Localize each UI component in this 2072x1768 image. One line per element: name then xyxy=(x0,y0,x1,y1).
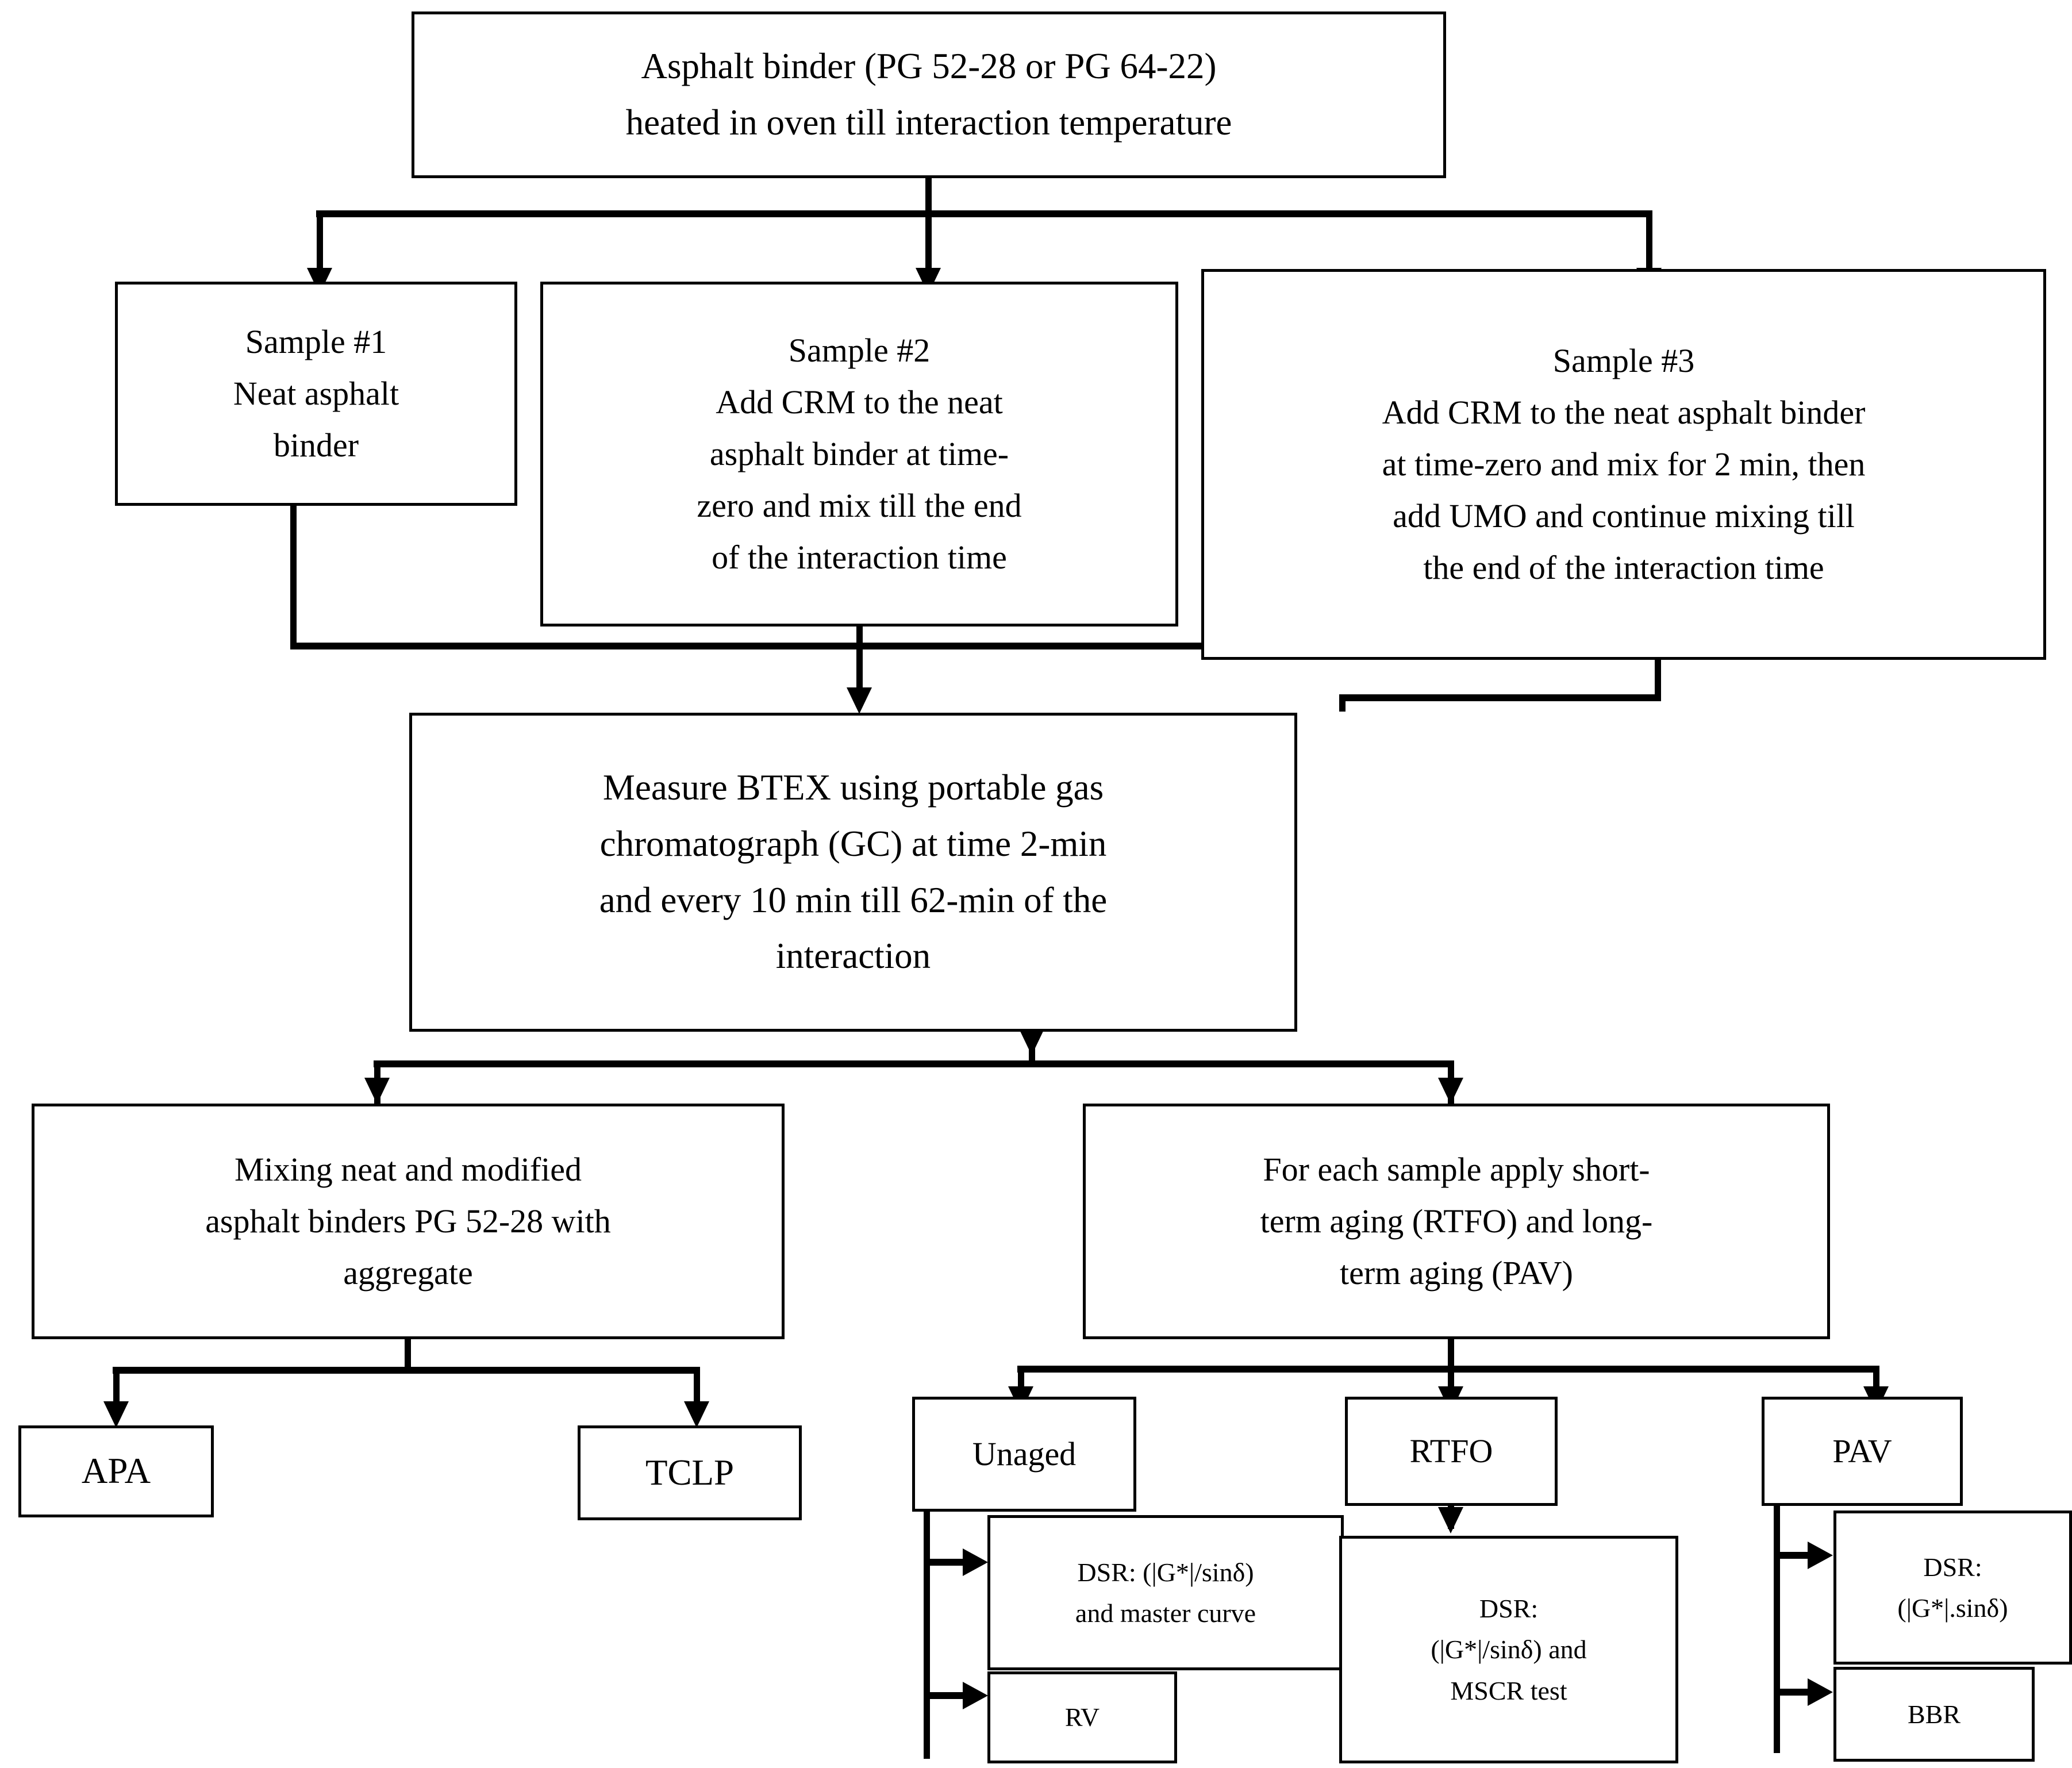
node-sample-2-label: Sample #2 Add CRM to the neat asphalt bi… xyxy=(697,332,1022,576)
node-dsr-rtfo: DSR: (|G*|/sinδ) and MSCR test xyxy=(1339,1536,1678,1763)
node-rv-label: RV xyxy=(1064,1702,1100,1732)
connector-to-tclp xyxy=(694,1367,700,1419)
connector-sample3-down xyxy=(1655,660,1661,701)
node-dsr-rtfo-label: DSR: (|G*|/sinδ) and MSCR test xyxy=(1431,1594,1587,1705)
connector-pav-stem xyxy=(1774,1506,1780,1753)
arrow-to-aging-icon xyxy=(1438,1078,1463,1104)
connector-unaged-to-dsr xyxy=(924,1559,970,1566)
node-apa-label: APA xyxy=(81,1451,151,1492)
node-dsr-unaged: DSR: (|G*|/sinδ) and master curve xyxy=(987,1515,1344,1670)
node-sample-1-label: Sample #1 Neat asphalt binder xyxy=(233,323,399,464)
node-sample-2: Sample #2 Add CRM to the neat asphalt bi… xyxy=(540,282,1178,627)
connector-btex-split-bar xyxy=(374,1060,1454,1067)
node-sample-1: Sample #1 Neat asphalt binder xyxy=(115,282,517,506)
node-apa: APA xyxy=(18,1425,214,1517)
node-sample-3: Sample #3 Add CRM to the neat asphalt bi… xyxy=(1201,269,2046,660)
connector-to-apa xyxy=(113,1367,120,1419)
node-measure-btex-label: Measure BTEX using portable gas chromato… xyxy=(599,767,1108,977)
node-rv: RV xyxy=(987,1671,1177,1763)
node-mixing-aggregate-label: Mixing neat and modified asphalt binders… xyxy=(205,1151,611,1292)
node-pav: PAV xyxy=(1762,1397,1963,1506)
arrow-to-mixing-icon xyxy=(364,1078,390,1104)
connector-unaged-stem xyxy=(924,1512,930,1759)
connector-unaged-to-rv xyxy=(924,1692,970,1699)
arrow-to-btex-icon xyxy=(847,687,872,714)
arrow-to-tclp-icon xyxy=(684,1401,709,1428)
connector-pav-to-dsr xyxy=(1774,1552,1814,1559)
node-dsr-pav: DSR: (|G*|.sinδ) xyxy=(1833,1511,2072,1665)
connector-to-sample1 xyxy=(317,210,323,274)
arrow-pav-to-dsr-icon xyxy=(1808,1542,1833,1569)
connector-mixing-down xyxy=(405,1339,411,1371)
connector-binder-down xyxy=(925,178,932,215)
connector-to-unaged xyxy=(1018,1366,1024,1405)
node-sample-3-label: Sample #3 Add CRM to the neat asphalt bi… xyxy=(1382,342,1866,586)
node-bbr-label: BBR xyxy=(1907,1699,1961,1729)
node-unaged-label: Unaged xyxy=(972,1435,1077,1473)
node-dsr-pav-label: DSR: (|G*|.sinδ) xyxy=(1897,1552,2008,1623)
connector-sample-split-bar xyxy=(316,210,1652,217)
node-unaged: Unaged xyxy=(912,1397,1136,1512)
node-aging-label: For each sample apply short- term aging … xyxy=(1260,1151,1653,1292)
node-tclp: TCLP xyxy=(578,1425,802,1520)
node-tclp-label: TCLP xyxy=(645,1452,735,1493)
connector-merge-to-btex xyxy=(856,643,863,698)
connector-to-sample3 xyxy=(1646,210,1652,274)
node-bbr: BBR xyxy=(1833,1667,2035,1762)
connector-sample3-step xyxy=(1339,694,1661,701)
node-rtfo: RTFO xyxy=(1345,1397,1558,1506)
arrow-pav-to-bbr-icon xyxy=(1808,1678,1833,1706)
node-asphalt-binder-label: Asphalt binder (PG 52-28 or PG 64-22) he… xyxy=(625,46,1232,143)
connector-btex-merge-bar xyxy=(290,643,1346,649)
arrow-to-apa-icon xyxy=(103,1401,129,1428)
node-pav-label: PAV xyxy=(1832,1432,1892,1470)
node-asphalt-binder: Asphalt binder (PG 52-28 or PG 64-22) he… xyxy=(412,11,1446,178)
arrow-unaged-to-dsr-icon xyxy=(963,1548,988,1576)
connector-aging-down xyxy=(1448,1339,1454,1370)
connector-apa-tclp-bar xyxy=(113,1367,700,1374)
connector-sample3-step-down xyxy=(1339,694,1346,712)
connector-sample1-down xyxy=(290,506,297,649)
node-measure-btex: Measure BTEX using portable gas chromato… xyxy=(409,713,1297,1032)
connector-pav-to-bbr xyxy=(1774,1689,1814,1696)
node-aging: For each sample apply short- term aging … xyxy=(1083,1104,1830,1339)
connector-to-pav xyxy=(1873,1366,1879,1405)
connector-to-sample2 xyxy=(925,210,932,274)
node-mixing-aggregate: Mixing neat and modified asphalt binders… xyxy=(32,1104,785,1339)
connector-sample2-down xyxy=(856,627,863,649)
arrow-rtfo-to-dsr-icon xyxy=(1438,1507,1463,1533)
arrow-btex-split-icon xyxy=(1019,1029,1044,1055)
arrow-unaged-to-rv-icon xyxy=(963,1682,988,1709)
node-dsr-unaged-label: DSR: (|G*|/sinδ) and master curve xyxy=(1075,1557,1256,1628)
connector-to-rtfo xyxy=(1448,1366,1454,1405)
node-rtfo-label: RTFO xyxy=(1409,1432,1493,1470)
